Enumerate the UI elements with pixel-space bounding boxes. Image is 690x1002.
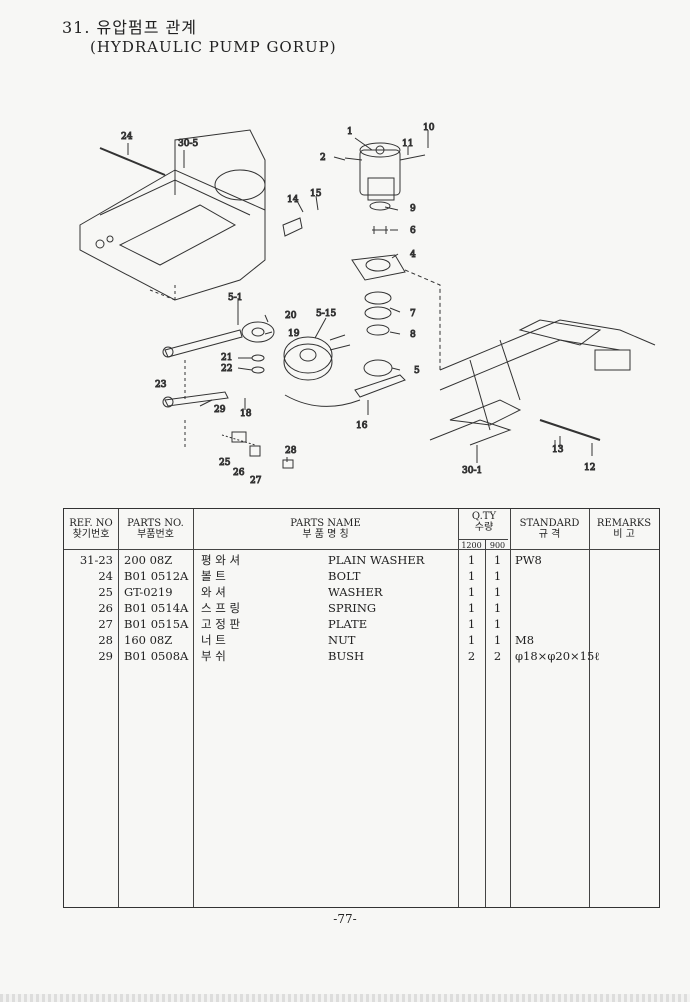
row-29-q1: 2 bbox=[467, 649, 476, 663]
callout-18: 18 bbox=[240, 409, 252, 419]
pump-drawing bbox=[344, 142, 426, 201]
row-25-name-en: WASHER bbox=[328, 585, 383, 599]
callout-5: 5 bbox=[414, 366, 420, 376]
row-26-q1: 1 bbox=[467, 601, 476, 615]
row-29-standard: φ18×φ20×15ℓ bbox=[515, 649, 600, 663]
row-28-q1: 1 bbox=[467, 633, 476, 647]
callout-16: 16 bbox=[356, 421, 368, 431]
callout-9: 9 bbox=[410, 204, 416, 214]
callout-8: 8 bbox=[410, 330, 416, 340]
row-28-q2: 1 bbox=[493, 633, 502, 647]
chassis-frame-drawing bbox=[429, 319, 656, 450]
row-26-name-en: SPRING bbox=[328, 601, 377, 615]
row-24-part-no: B01 0512A bbox=[124, 569, 189, 583]
row-31-23-standard: PW8 bbox=[515, 553, 542, 567]
row-31-23-part-no: 200 08Z bbox=[124, 553, 173, 567]
callout-25: 25 bbox=[219, 458, 231, 468]
callout-13: 13 bbox=[552, 445, 564, 455]
row-31-23-q1: 1 bbox=[467, 553, 476, 567]
row-29-name-en: BUSH bbox=[328, 649, 365, 663]
callout-23: 23 bbox=[155, 380, 167, 390]
page-subtitle: (HYDRAULIC PUMP GORUP) bbox=[90, 38, 337, 56]
callout-21: 21 bbox=[221, 353, 232, 363]
callout-5-1: 5-1 bbox=[228, 293, 243, 303]
row-28-ref: 28 bbox=[98, 633, 113, 647]
row-24-q2: 1 bbox=[493, 569, 502, 583]
row-28-standard: M8 bbox=[515, 633, 535, 647]
callout-15: 15 bbox=[310, 189, 322, 199]
callout-20: 20 bbox=[285, 311, 297, 321]
header-qty-model-2: 900 bbox=[489, 541, 506, 550]
header-parts-no: PARTS NO.부품번호 bbox=[127, 518, 184, 540]
row-24-ref: 24 bbox=[98, 569, 113, 583]
callout-30-5: 30-5 bbox=[178, 139, 198, 149]
callout-24: 24 bbox=[121, 132, 133, 142]
callout-28: 28 bbox=[285, 446, 297, 456]
row-26-q2: 1 bbox=[493, 601, 502, 615]
row-28-part-no: 160 08Z bbox=[124, 633, 173, 647]
row-29-q2: 2 bbox=[493, 649, 502, 663]
page-number: -77- bbox=[333, 912, 357, 926]
row-31-23-ref: 31-23 bbox=[79, 553, 113, 567]
callout-12: 12 bbox=[584, 463, 595, 473]
row-25-part-no: GT-0219 bbox=[124, 585, 173, 599]
scan-edge bbox=[0, 994, 690, 1002]
row-28-name-en: NUT bbox=[328, 633, 356, 647]
row-31-23-name-en: PLAIN WASHER bbox=[328, 553, 425, 567]
callout-11: 11 bbox=[402, 139, 413, 149]
row-27-ref: 27 bbox=[98, 617, 113, 631]
row-24-name-ko: 볼 트 bbox=[201, 569, 226, 583]
callout-22: 22 bbox=[221, 364, 232, 374]
row-24-q1: 1 bbox=[467, 569, 476, 583]
pulley-drawing bbox=[283, 334, 361, 407]
row-28-name-ko: 너 트 bbox=[201, 633, 226, 647]
callout-30-1: 30-1 bbox=[462, 466, 482, 476]
callout-2: 2 bbox=[320, 153, 326, 163]
callout-1: 1 bbox=[347, 127, 353, 137]
callout-6: 6 bbox=[410, 226, 416, 236]
callout-27: 27 bbox=[250, 476, 262, 486]
row-25-ref: 25 bbox=[98, 585, 113, 599]
callout-26: 26 bbox=[233, 468, 245, 478]
row-27-part-no: B01 0515A bbox=[124, 617, 189, 631]
row-26-part-no: B01 0514A bbox=[124, 601, 189, 615]
callout-5-15: 5-15 bbox=[316, 309, 336, 319]
row-27-q2: 1 bbox=[493, 617, 502, 631]
callout-4: 4 bbox=[410, 250, 416, 260]
row-25-name-ko: 와 셔 bbox=[201, 585, 226, 599]
row-27-name-ko: 고 정 판 bbox=[201, 617, 241, 631]
exploded-parts-diagram: 1 2 4 5 6 7 8 9 10 11 12 13 14 15 16 18 … bbox=[79, 123, 656, 487]
row-24-name-en: BOLT bbox=[328, 569, 361, 583]
header-qty-model-1: 1200 bbox=[461, 541, 482, 550]
callout-10: 10 bbox=[423, 123, 435, 133]
row-27-name-en: PLATE bbox=[328, 617, 368, 631]
row-31-23-q2: 1 bbox=[493, 553, 502, 567]
row-31-23-name-ko: 평 와 셔 bbox=[201, 553, 241, 567]
callout-29: 29 bbox=[214, 405, 226, 415]
row-29-name-ko: 부 쉬 bbox=[201, 649, 226, 663]
row-29-ref: 29 bbox=[98, 649, 113, 663]
row-29-part-no: B01 0508A bbox=[124, 649, 189, 663]
frame-bracket-drawing bbox=[79, 129, 266, 301]
row-25-q1: 1 bbox=[467, 585, 476, 599]
page-title: 31. 유압펌프 관계 bbox=[62, 18, 197, 37]
row-26-name-ko: 스 프 링 bbox=[201, 601, 241, 615]
callout-19: 19 bbox=[288, 329, 300, 339]
row-26-ref: 26 bbox=[98, 601, 113, 615]
row-25-q2: 1 bbox=[493, 585, 502, 599]
callout-7: 7 bbox=[410, 309, 416, 319]
row-27-q1: 1 bbox=[467, 617, 476, 631]
callout-14: 14 bbox=[287, 195, 299, 205]
